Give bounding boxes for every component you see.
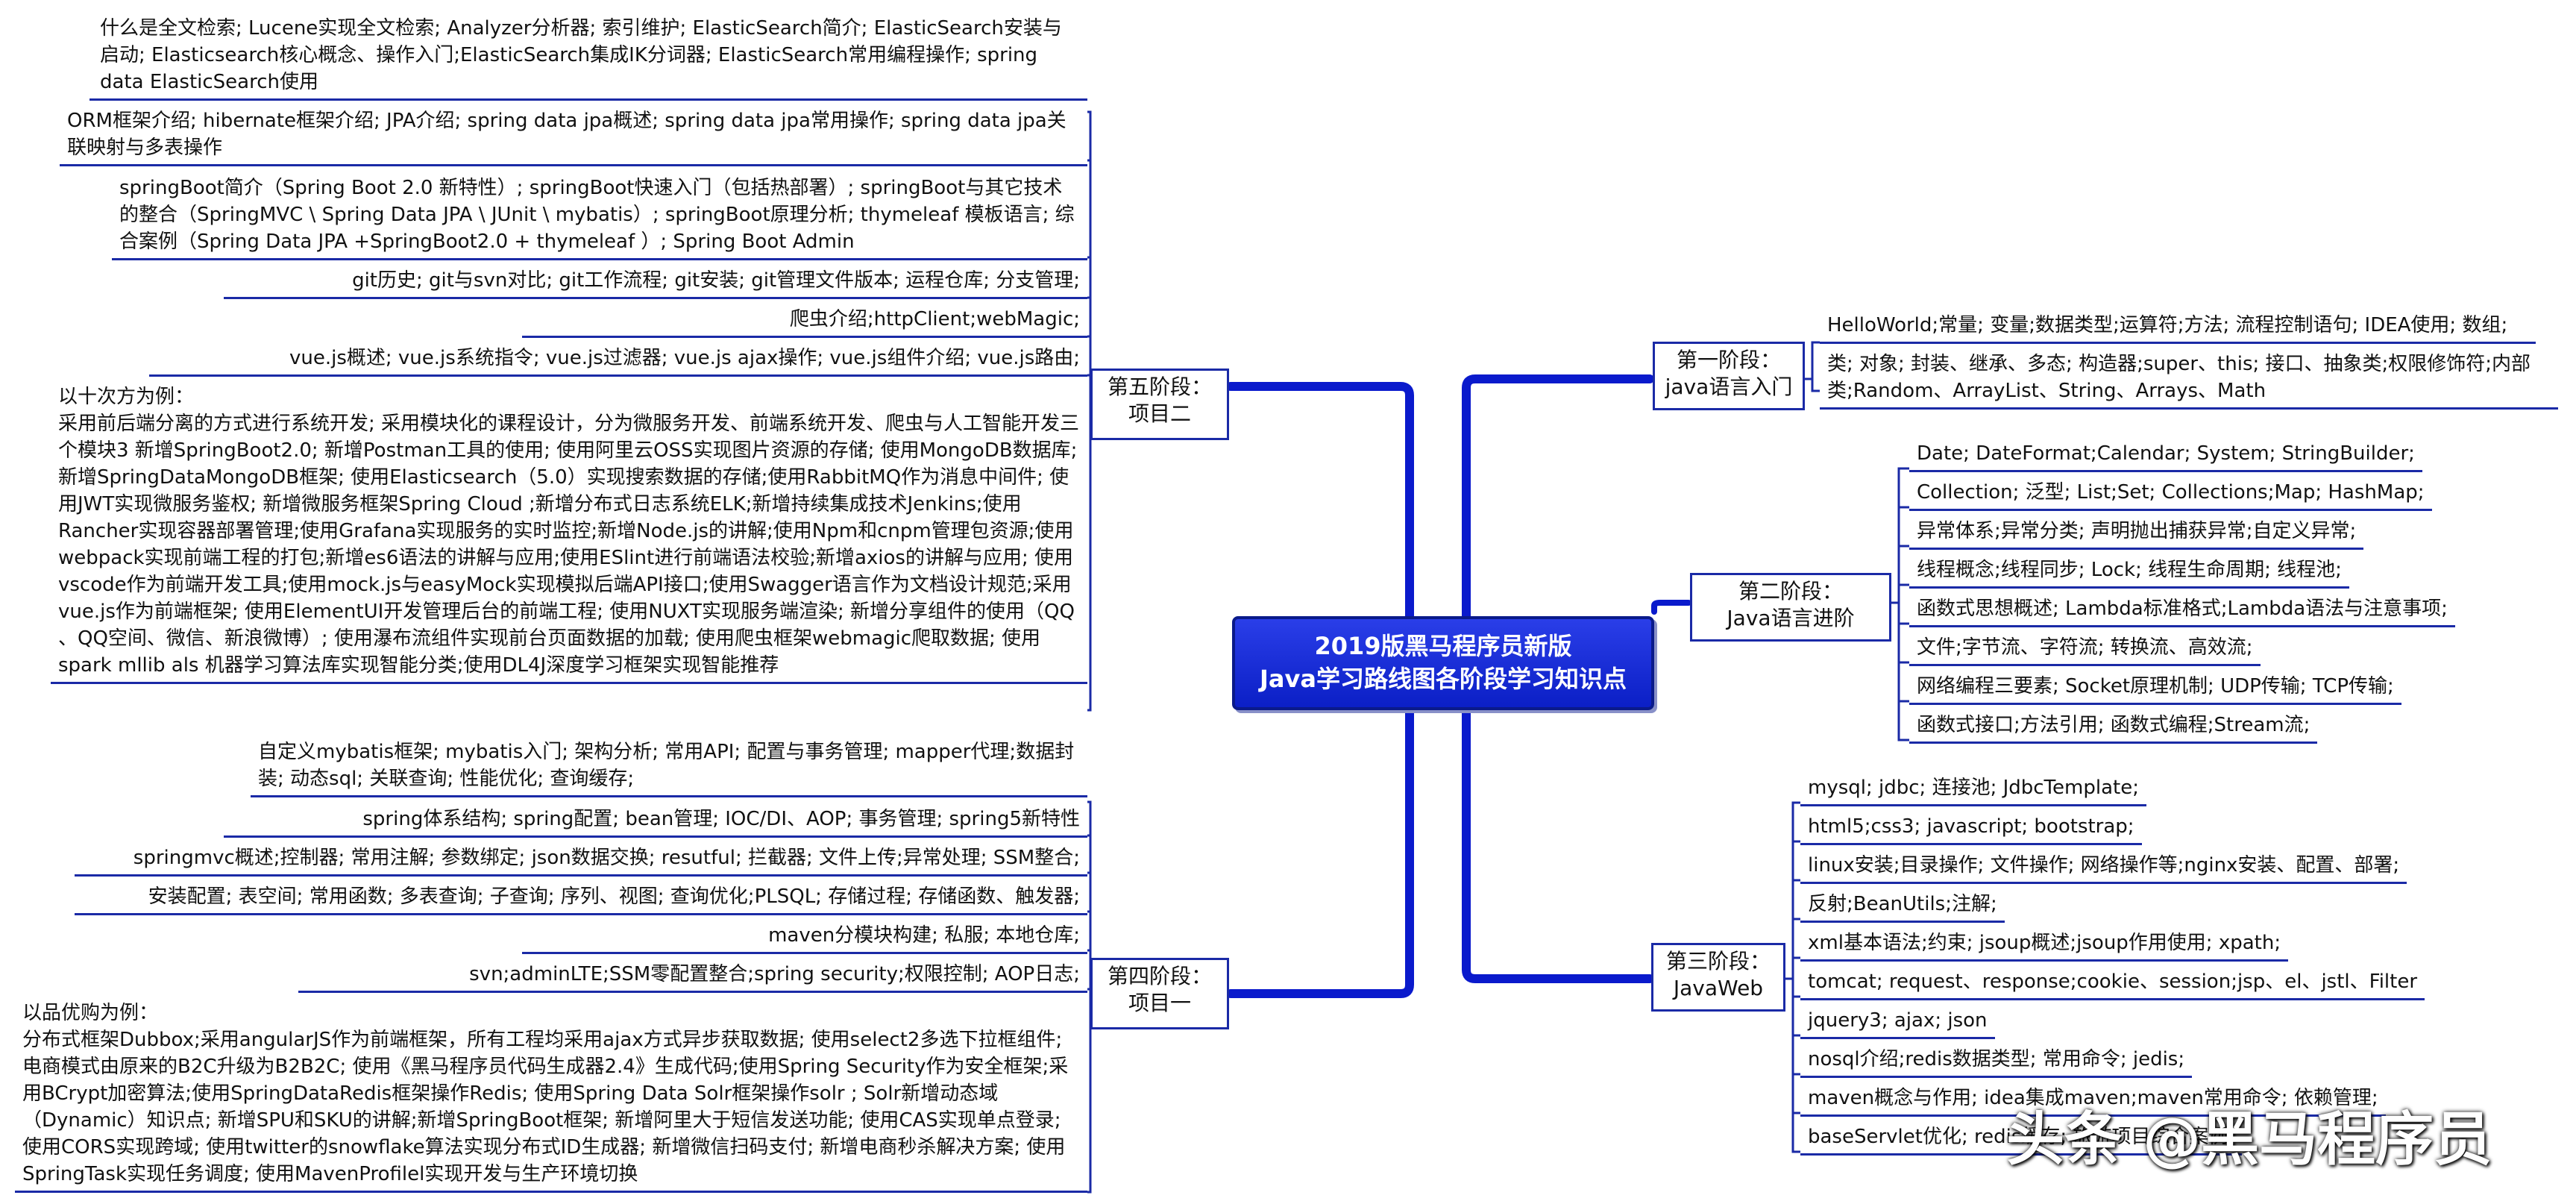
stage3-item: baseServlet优化; redis缓存; 旅游项目综合案例;: [1800, 1123, 2243, 1156]
stage3-item: html5;css3; javascript; bootstrap;: [1800, 813, 2142, 845]
stage3-label: 第三阶段：: [1665, 949, 1771, 973]
trunk-to-stage1: [1462, 374, 1654, 624]
stage2-item: Collection; 泛型; List;Set; Collections;Ma…: [1909, 479, 2432, 511]
stage1-sublabel: java语言入门: [1665, 374, 1793, 399]
stage4-item: spring体系结构; spring配置; bean管理; IOC/DI、AOP…: [224, 806, 1087, 838]
stage2-item: 函数式接口;方法引用; 函数式编程;Stream流;: [1909, 712, 2318, 744]
stage5-item: 爬虫介绍;httpClient;webMagic;: [522, 306, 1087, 338]
stage4-label: 第四阶段：: [1107, 964, 1212, 988]
stage4-item: 安装配置; 表空间; 常用函数; 多表查询; 子查询; 序列、视图; 查询优化;…: [75, 883, 1087, 915]
central-topic: 2019版黑马程序员新版 Java学习路线图各阶段学习知识点: [1232, 616, 1654, 710]
trunk-to-stage4: [1226, 704, 1414, 998]
stage2-sublabel: Java语言进阶: [1727, 606, 1855, 630]
stage5-item: ORM框架介绍; hibernate框架介绍; JPA介绍; spring da…: [60, 107, 1087, 166]
stage3-sublabel: JavaWeb: [1673, 976, 1764, 1000]
stage2-item: 异常体系;异常分类; 声明抛出捕获异常;自定义异常;: [1909, 518, 2364, 550]
stage3-item: maven概念与作用; idea集成maven;maven常用命令; 依赖管理;: [1800, 1085, 2386, 1117]
stage4-item: 自定义mybatis框架; mybatis入门; 架构分析; 常用API; 配置…: [251, 739, 1087, 797]
trunk-to-stage2: [1651, 600, 1691, 615]
stage3-item: nosql介绍;redis数据类型; 常用命令; jedis;: [1800, 1046, 2193, 1078]
stage1-item: 类; 对象; 封装、继承、多态; 构造器;super、this; 接口、抽象类;…: [1820, 351, 2558, 410]
central-topic-line1: 2019版黑马程序员新版: [1314, 632, 1572, 660]
stage4-item: svn;adminLTE;SSM零配置整合;spring security;权限…: [298, 961, 1087, 993]
stage3-item: 反射;BeanUtils;注解;: [1800, 891, 2005, 923]
stage2-node: 第二阶段： Java语言进阶: [1690, 573, 1891, 642]
stage2-item: 函数式思想概述; Lambda标准格式;Lambda语法与注意事项;: [1909, 595, 2455, 627]
stage4-item: 以品优购为例： 分布式框架Dubbox;采用angularJS作为前端框架，所有…: [15, 1000, 1087, 1193]
stage2-item: Date; DateFormat;Calendar; System; Strin…: [1909, 440, 2422, 472]
stage2-label: 第二阶段：: [1738, 579, 1843, 603]
stage4-item: maven分模块构建; 私服; 本地仓库;: [522, 922, 1087, 954]
stage5-item: springBoot简介（Spring Boot 2.0 新特性）; sprin…: [112, 175, 1087, 260]
stage3-item: xml基本语法;约束; jsoup概述;jsoup作用使用; xpath;: [1800, 929, 2289, 962]
stage1-item: HelloWorld;常量; 变量;数据类型;运算符;方法; 流程控制语句; I…: [1820, 312, 2536, 344]
stage3-item: linux安装;目录操作; 文件操作; 网络操作等;nginx安装、配置、部署;: [1800, 852, 2407, 884]
stage4-sublabel: 项目一: [1128, 991, 1191, 1015]
stage5-node: 第五阶段： 项目二: [1090, 369, 1229, 440]
central-topic-line2: Java学习路线图各阶段学习知识点: [1260, 665, 1627, 693]
stage5-item: git历史; git与svn对比; git工作流程; git安装; git管理文…: [224, 267, 1087, 299]
stage4-node: 第四阶段： 项目一: [1090, 958, 1229, 1029]
stage5-label: 第五阶段：: [1107, 374, 1212, 399]
stage3-item: mysql; jdbc; 连接池; JdbcTemplate;: [1800, 774, 2146, 806]
trunk-to-stage5: [1226, 382, 1414, 624]
stage2-item: 文件;字节流、字符流; 转换流、高效流;: [1909, 634, 2261, 666]
stage5-item: vue.js概述; vue.js系统指令; vue.js过滤器; vue.js …: [149, 345, 1087, 377]
stage3-item: tomcat; request、response;cookie、session;…: [1800, 968, 2425, 1000]
stage3-item: jquery3; ajax; json: [1800, 1007, 1995, 1039]
stage5-sublabel: 项目二: [1128, 401, 1191, 426]
stage5-item: 什么是全文检索; Lucene实现全文检索; Analyzer分析器; 索引维护…: [89, 15, 1087, 101]
stage1-node: 第一阶段： java语言入门: [1653, 342, 1805, 410]
stage3-node: 第三阶段： JavaWeb: [1651, 943, 1785, 1012]
watermark-text: 头条 @黑马程序员: [2006, 1106, 2492, 1173]
stage1-label: 第一阶段：: [1676, 348, 1781, 372]
stage5-item: 以十次方为例： 采用前后端分离的方式进行系统开发; 采用模块化的课程设计，分为微…: [51, 383, 1087, 684]
trunk-to-stage3: [1462, 704, 1654, 983]
stage2-item: 网络编程三要素; Socket原理机制; UDP传输; TCP传输;: [1909, 673, 2401, 705]
stage4-item: springmvc概述;控制器; 常用注解; 参数绑定; json数据交换; r…: [75, 844, 1087, 877]
stage2-item: 线程概念;线程同步; Lock; 线程生命周期; 线程池;: [1909, 556, 2349, 589]
